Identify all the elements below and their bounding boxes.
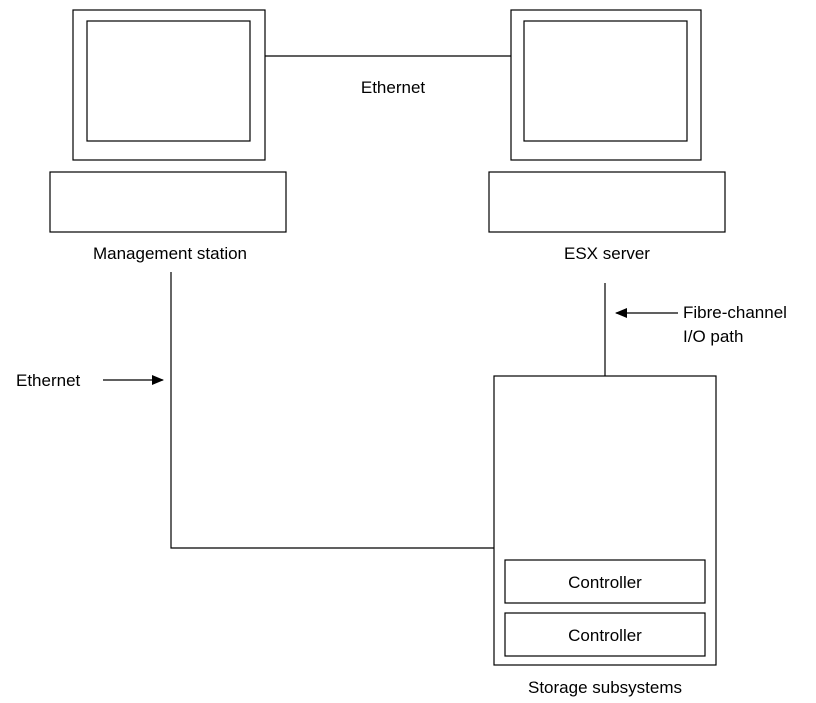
controller-1-label: Controller: [568, 573, 642, 592]
management-system-unit-icon: [49, 171, 287, 233]
fibre-channel-label-line2: I/O path: [683, 327, 743, 346]
management-station-label: Management station: [93, 244, 247, 263]
ethernet-top-label: Ethernet: [361, 78, 426, 97]
controller-2-label: Controller: [568, 626, 642, 645]
management-monitor-screen: [86, 20, 251, 142]
storage-subsystem: Controller Controller Storage subsystems: [493, 375, 717, 697]
ethernet-left-label: Ethernet: [16, 371, 81, 390]
fibre-channel-label-line1: Fibre-channel: [683, 303, 787, 322]
esx-monitor-screen: [523, 20, 688, 142]
esx-system-unit-icon: [488, 171, 726, 233]
controller-box-1: [504, 559, 706, 604]
storage-subsystems-label: Storage subsystems: [528, 678, 682, 697]
ethernet-link-storage: [170, 272, 494, 549]
esx-server-label: ESX server: [564, 244, 650, 263]
management-station: Management station: [49, 9, 287, 263]
controller-box-2: [504, 612, 706, 657]
esx-server: ESX server: [488, 9, 726, 263]
